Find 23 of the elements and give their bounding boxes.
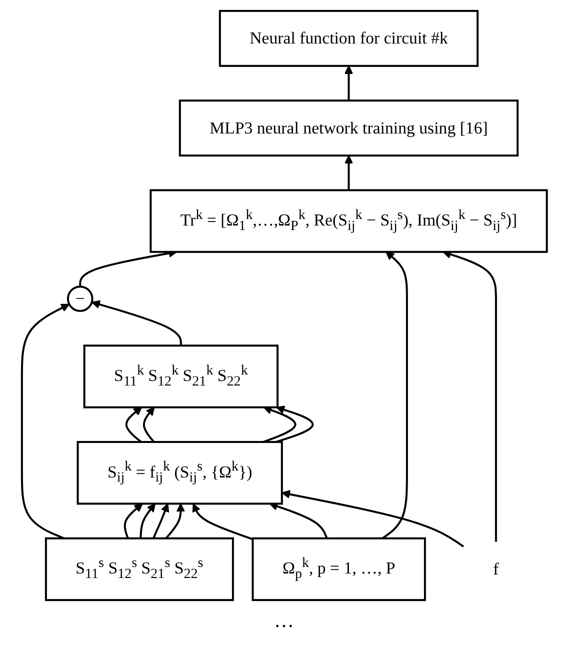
arrow xyxy=(382,251,408,539)
ellipsis-label: … xyxy=(274,610,294,632)
node-box: Neural function for circuit #k xyxy=(218,9,478,66)
arrow xyxy=(344,154,353,190)
arrow xyxy=(192,502,253,540)
node-circle: − xyxy=(66,285,93,312)
node-box: MLP3 neural network training using [16] xyxy=(178,99,518,156)
node-box: S$_{ij}$$^{k}$ = f$_{ij}$$^{k}$ (S$_{ij}$$^{s}$, {Ω$^{k}$}) xyxy=(76,440,282,504)
arrow xyxy=(20,303,70,539)
arrow xyxy=(139,502,156,538)
arrow xyxy=(142,406,154,442)
arrow xyxy=(125,406,142,442)
arrow xyxy=(123,502,142,538)
arrow xyxy=(164,502,185,538)
node-box: Tr$^{k}$ = [Ω$_{1}$$^{k}$,…,Ω$_{P}$$^{k}$, Re(S$_{ij}$$^{k}$ − S$_{ij}$$^{s}$), Im(S$_{ij}$$^{k}$ − S$_{ij}$$^{s}$)] xyxy=(149,188,548,252)
node-text: f xyxy=(492,559,498,578)
node-box: Ω$_{p}$$^{k}$, p = 1, …, P xyxy=(251,536,426,601)
arrow xyxy=(91,300,182,346)
arrow xyxy=(344,65,353,100)
arrow xyxy=(275,405,314,442)
arrow xyxy=(152,502,169,538)
arrow xyxy=(268,502,328,538)
arrow xyxy=(281,489,464,547)
